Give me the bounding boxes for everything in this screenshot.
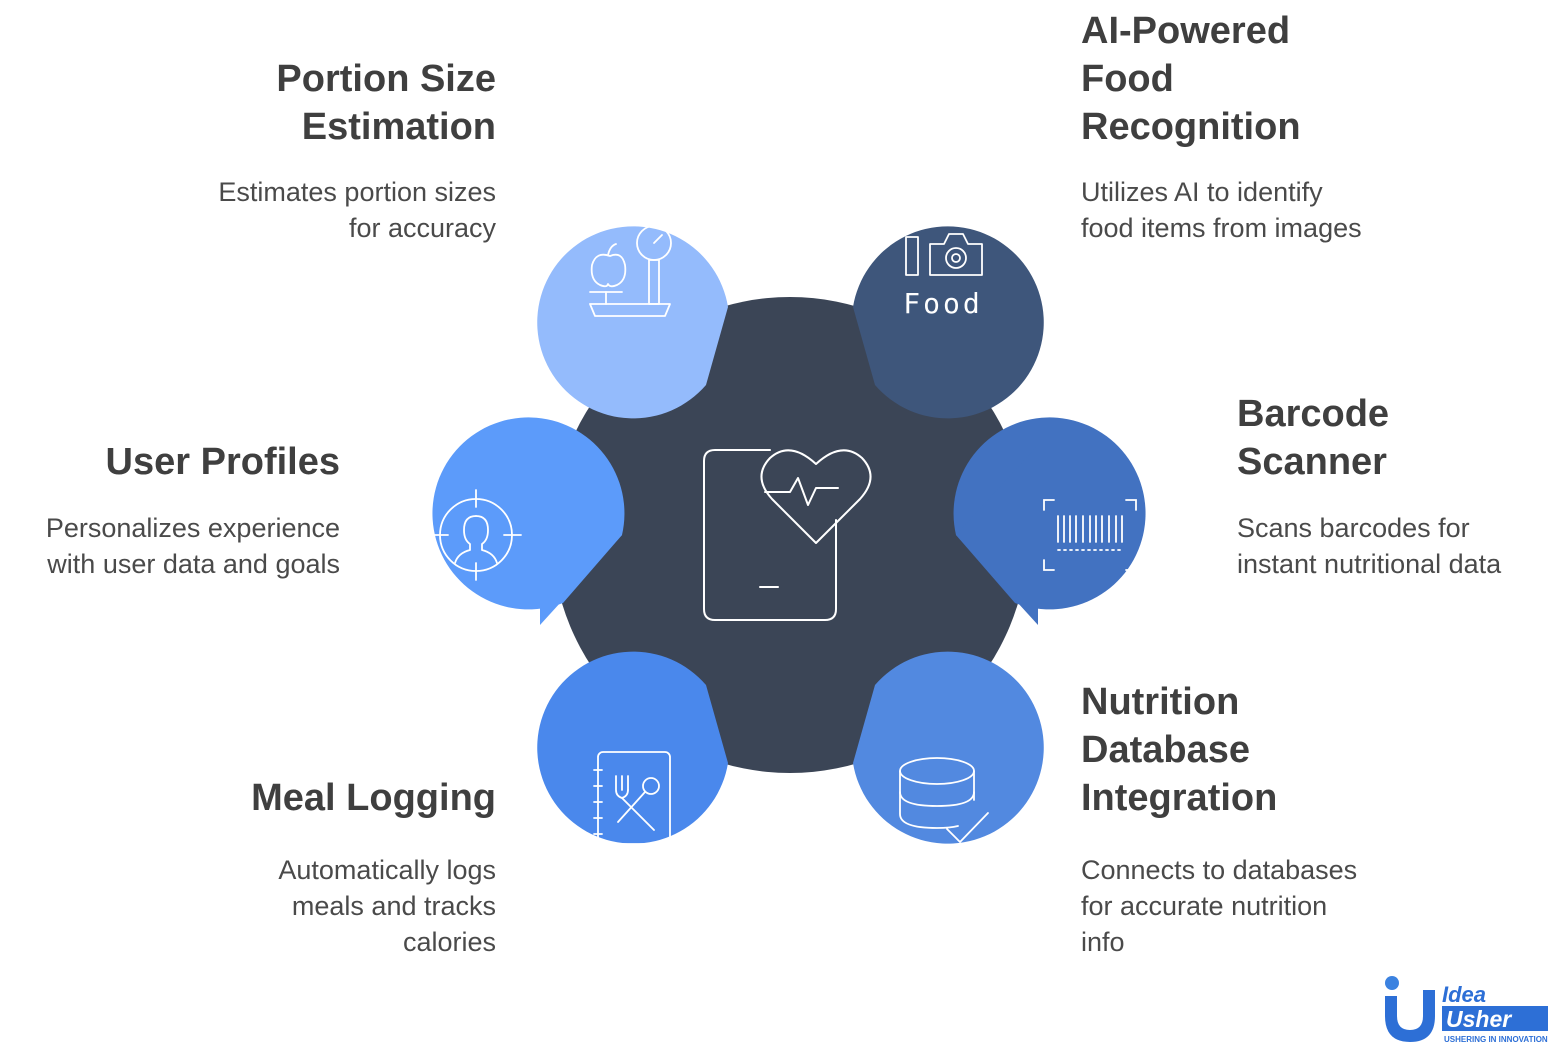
meal-logging-petal bbox=[537, 651, 728, 844]
logo-line2: Usher bbox=[1446, 1006, 1512, 1032]
logo-usher-bg bbox=[1442, 1006, 1548, 1031]
meal-notebook-icon bbox=[593, 751, 671, 845]
user-profiles-description: Personalizes experience with user data a… bbox=[45, 513, 340, 579]
food-icon-label: Food bbox=[903, 287, 982, 320]
ai-food-title: AI-Powered Food Recognition bbox=[1081, 10, 1301, 148]
nutrition-db-title: Nutrition Database Integration bbox=[1081, 681, 1278, 819]
logo-u-shape bbox=[1385, 990, 1435, 1042]
barcode-icon bbox=[1043, 499, 1137, 571]
user-profiles-point bbox=[540, 445, 622, 625]
idea-usher-logo: Idea Usher USHERING IN INNOVATION bbox=[1385, 976, 1548, 1044]
logo-dot bbox=[1385, 976, 1399, 990]
user-target-icon bbox=[430, 489, 522, 581]
nutrition-db-petal bbox=[853, 651, 1044, 844]
barcode-description: Scans barcodes for instant nutritional d… bbox=[1237, 513, 1502, 579]
portion-size-petal bbox=[537, 226, 728, 419]
barcode-title: Barcode Scanner bbox=[1237, 393, 1390, 483]
health-tablet-icon bbox=[703, 449, 872, 621]
portion-size-title: Portion Size Estimation bbox=[276, 58, 496, 148]
user-profiles-title: User Profiles bbox=[105, 441, 340, 483]
food-scale-icon bbox=[589, 225, 672, 317]
meal-logging-description: Automatically logs meals and tracks calo… bbox=[278, 855, 496, 957]
central-hub bbox=[552, 297, 1028, 773]
ai-food-petal bbox=[853, 226, 1044, 419]
database-check-icon bbox=[899, 757, 989, 843]
barcode-point bbox=[956, 445, 1038, 625]
portion-size-description: Estimates portion sizes for accuracy bbox=[218, 177, 496, 243]
logo-line1: Idea bbox=[1442, 982, 1486, 1007]
logo-tagline: USHERING IN INNOVATION bbox=[1444, 1035, 1548, 1044]
ai-food-description: Utilizes AI to identify food items from … bbox=[1081, 177, 1362, 243]
camera-food-icon bbox=[905, 233, 983, 276]
meal-logging-title: Meal Logging bbox=[251, 777, 496, 819]
nutrition-db-description: Connects to databases for accurate nutri… bbox=[1081, 855, 1358, 957]
